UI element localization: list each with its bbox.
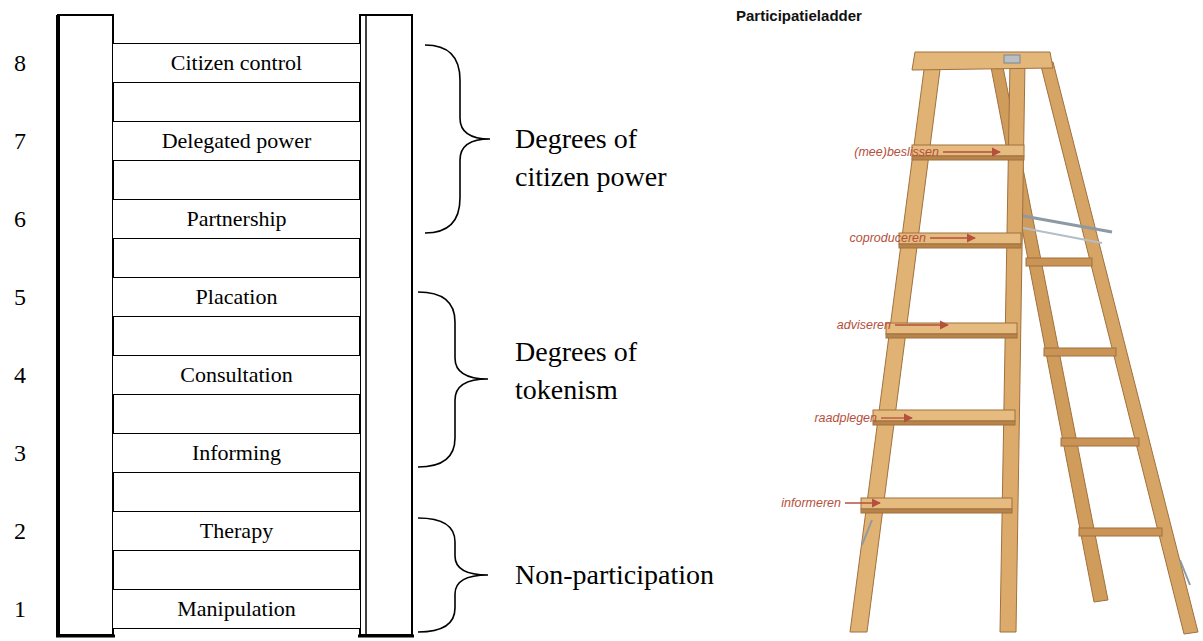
rung-label: Citizen control	[171, 50, 302, 76]
callout-label: raadplegen	[814, 410, 877, 426]
ladder-rung: Citizen control	[113, 43, 360, 83]
rung-number: 4	[14, 360, 26, 390]
ladder-rung: Placation	[113, 277, 360, 317]
rung-label: Manipulation	[177, 596, 296, 622]
rung-number: 1	[14, 594, 26, 624]
rung-number: 5	[14, 282, 26, 312]
stepladder-illustration	[850, 52, 1198, 634]
heading: Participatieladder	[736, 7, 862, 24]
ladder-rung: Therapy	[113, 511, 360, 551]
ladder-rung: Partnership	[113, 199, 360, 239]
ladder-rung: Informing	[113, 433, 360, 473]
curly-brackets	[418, 45, 490, 632]
rung-number: 2	[14, 516, 26, 546]
callout-label: adviseren	[837, 317, 891, 333]
rung-label: Consultation	[180, 362, 292, 388]
rung-label: Informing	[192, 440, 281, 466]
rung-number: 8	[14, 48, 26, 78]
callout-label: coproduceren	[850, 230, 926, 246]
group-label: Degrees of tokenism	[515, 333, 710, 409]
rung-label: Therapy	[200, 518, 273, 544]
rung-number: 6	[14, 204, 26, 234]
ladder-rung: Delegated power	[113, 121, 360, 161]
callout-label: informeren	[781, 495, 841, 511]
rung-number: 3	[14, 438, 26, 468]
ladder-rung: Manipulation	[113, 589, 360, 629]
ladder-rung: Consultation	[113, 355, 360, 395]
ladder-rails	[56, 15, 414, 636]
group-label: Non-participation	[515, 556, 714, 594]
rung-label: Delegated power	[162, 128, 312, 154]
rung-label: Placation	[196, 284, 278, 310]
callout-label: (mee)beslissen	[854, 144, 939, 160]
rung-label: Partnership	[186, 206, 286, 232]
group-label: Degrees of citizen power	[515, 120, 710, 196]
rung-number: 7	[14, 126, 26, 156]
